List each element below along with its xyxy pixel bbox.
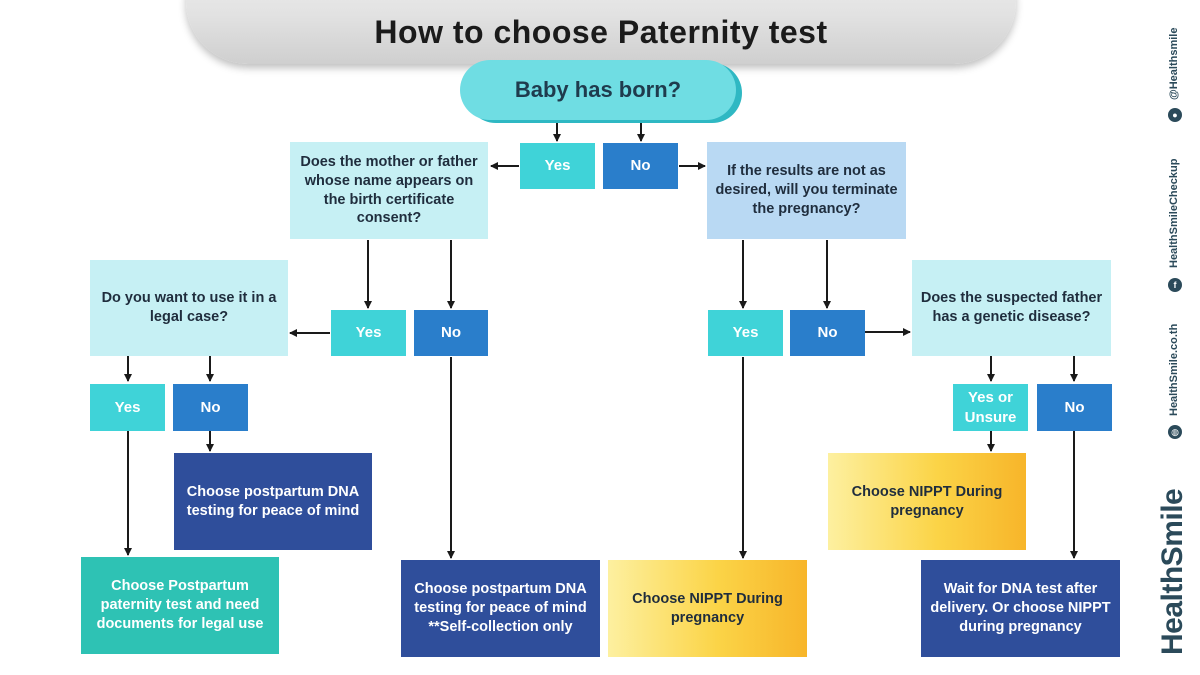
root-yes: Yes: [520, 143, 595, 189]
result-nippt-genetic: Choose NIPPT During pregnancy: [828, 453, 1026, 550]
legal-question: Do you want to use it in a legal case?: [90, 260, 288, 356]
consent-no: No: [414, 310, 488, 356]
result-peace-of-mind: Choose postpartum DNA testing for peace …: [174, 453, 372, 550]
terminate-yes: Yes: [708, 310, 783, 356]
genetic-no: No: [1037, 384, 1112, 431]
page-title: How to choose Paternity test: [374, 14, 828, 50]
legal-yes: Yes: [90, 384, 165, 431]
brand-line: @Healthsmile: [1168, 27, 1180, 100]
brand-facebook: HealthSmileCheckup: [1168, 158, 1180, 268]
title-banner: [186, 0, 1016, 64]
brand-website: HealthSmile.co.th: [1168, 323, 1180, 416]
brand-logo: HealthSmile: [1156, 488, 1189, 655]
result-nippt-terminate: Choose NIPPT During pregnancy: [608, 560, 807, 657]
globe-icon: ◍: [1168, 425, 1182, 439]
self-collection-line1: Choose postpartum DNA testing for peace …: [414, 581, 587, 617]
result-wait-dna: Wait for DNA test after delivery. Or cho…: [921, 560, 1120, 657]
consent-question: Does the mother or father whose name app…: [290, 142, 488, 239]
consent-yes: Yes: [331, 310, 406, 356]
root-question: Baby has born?: [460, 60, 736, 120]
root-no: No: [603, 143, 678, 189]
result-postpartum-legal: Choose Postpartum paternity test and nee…: [81, 557, 279, 654]
terminate-no: No: [790, 310, 865, 356]
line-icon: ●: [1168, 108, 1182, 122]
terminate-question: If the results are not as desired, will …: [707, 142, 906, 239]
facebook-icon: f: [1168, 278, 1182, 292]
legal-no: No: [173, 384, 248, 431]
genetic-question: Does the suspected father has a genetic …: [912, 260, 1111, 356]
self-collection-line2: **Self-collection only: [428, 618, 573, 635]
result-self-collection: Choose postpartum DNA testing for peace …: [401, 560, 600, 657]
genetic-yes-unsure: Yes or Unsure: [953, 384, 1028, 431]
brand-sidebar: ● @Healthsmile f HealthSmileCheckup ◍ He…: [1150, 0, 1200, 675]
